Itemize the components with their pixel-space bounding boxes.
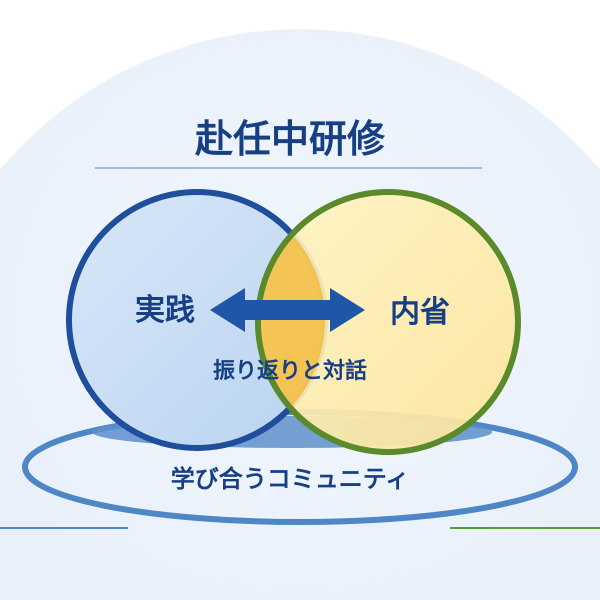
reflection-circle (255, 189, 521, 455)
double-arrow-icon (210, 288, 365, 332)
dialogue-label: 振り返りと対話 (213, 358, 367, 384)
title: 赴任中研修 (194, 117, 386, 161)
practice-label: 実践 (135, 293, 195, 328)
community-label: 学び合うコミュニティ (171, 465, 410, 493)
reflection-label: 内省 (390, 295, 450, 330)
